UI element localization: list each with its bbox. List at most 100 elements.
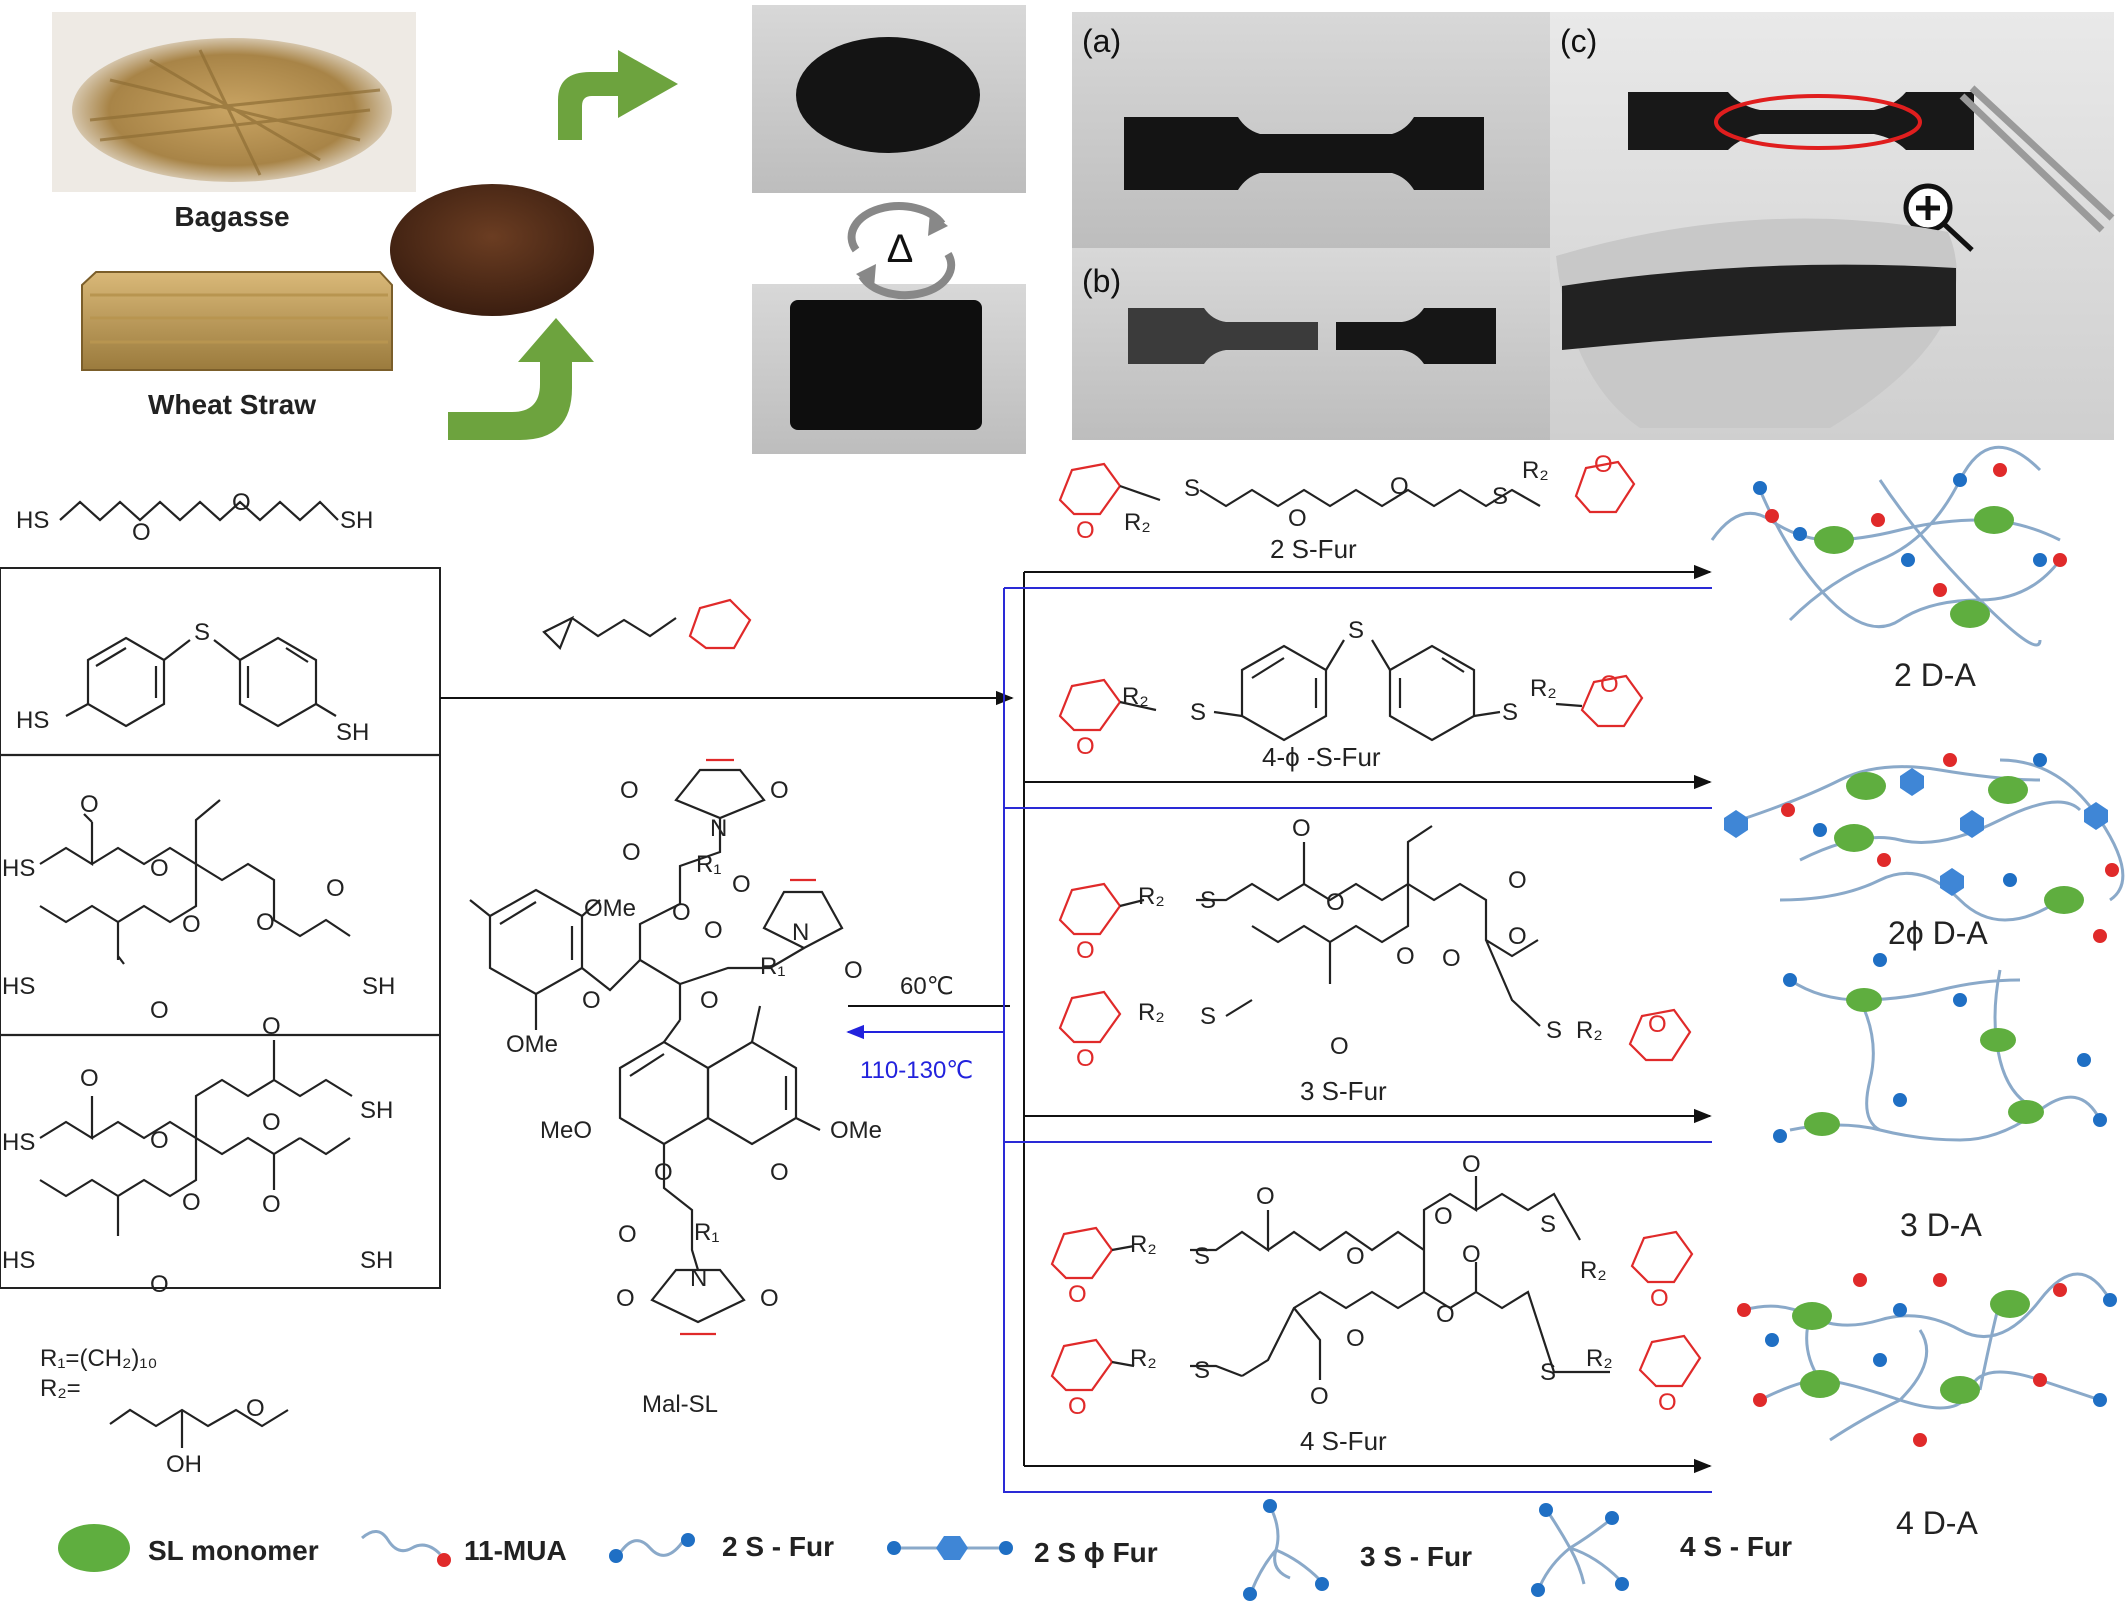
fur-end [1893,1093,1907,1107]
legend-4sfur-label: 4 S - Fur [1680,1531,1792,1562]
maleimide-mid [762,890,844,950]
network-2da: 2 D-A [1710,445,2067,693]
p1-o-1: O [1288,505,1307,532]
monomer-3-o-d: O [182,911,201,938]
panel-b-label: (b) [1082,263,1121,299]
magnifier-plus [1916,196,1974,252]
thiol-monomer-labels: HS O O SH S HS SH HS O O O O O O HS SH O… [2,489,395,1298]
ome-left: OMe [506,1031,558,1058]
p2-s-right: S [1502,699,1518,726]
r2-structure [109,1408,289,1448]
reverse-temp-label: 110-130℃ [860,1057,973,1084]
monomer-4-hs-bottom: HS [2,1247,35,1274]
product-brackets [1003,564,1712,1493]
legend: SL monomer 11-MUA 2 S - Fur 2 S ϕ Fur 3 … [58,1499,1792,1601]
legend-mua-label: 11-MUA [464,1535,567,1566]
p2-links [1119,639,1583,718]
product-structures [1050,460,1702,1392]
p2-furan-left [1058,678,1122,732]
sl-monomer [1792,1302,1832,1330]
p4-furan-b [1050,1338,1114,1392]
p1-s-right: S [1492,483,1508,510]
legend-2sphifur-end-b [999,1541,1013,1555]
legend-4sfur-swatch [1538,1511,1622,1587]
p3-s-bottom: S [1200,1003,1216,1030]
monomer-3-o-a: O [150,855,169,882]
fur-end [2003,873,2017,887]
product-labels: R₂ S O O S R₂ O O 2 S-Fur R₂ S S S R₂ O … [1068,451,1677,1456]
p3-furan-top [1058,882,1122,936]
monomer-1-hs: HS [16,507,49,534]
fur-end [2105,863,2119,877]
fur-end [2093,929,2107,943]
mal-mid-o-carbonyl: O [704,917,723,944]
sl-monomer [1814,526,1854,554]
fur-end [1953,993,1967,1007]
p4-o-7: O [1436,1301,1455,1328]
mal-bottom-o-ester: O [654,1159,673,1186]
p1-r2-left: R₂ [1124,509,1151,536]
network-2phida: 2ϕ D-A [1724,753,2125,951]
p2-furan-o-right: O [1600,671,1619,698]
p2-r2-left: R₂ [1122,683,1149,710]
monomer-3-hs-bottom: HS [2,973,35,1000]
fur-end [1737,1303,1751,1317]
p3-o-7: O [1330,1033,1349,1060]
p2-s-left: S [1190,699,1206,726]
monomer-3-o-top: O [80,791,99,818]
r1-definition: R₁=(CH₂)₁₀ [40,1345,157,1372]
fur-end [2103,1293,2117,1307]
black-film [790,300,982,430]
thiol-monomers [0,500,441,1289]
heat-cycle-heads [856,212,948,288]
panel-a-label: (a) [1082,23,1121,59]
wheat-straw-label: Wheat Straw [148,389,316,420]
p1-furan-right [1574,460,1636,514]
ome-top: OMe [584,895,636,922]
legend-mua-swatch [361,1530,442,1556]
mal-mid-r1: R₁ [760,953,785,980]
network-4da: 4 D-A [1737,1272,2117,1541]
aryl-ring-bottom-left [618,1040,710,1146]
mal-sl-labels: O O N R₁ O O O O N R₁ O O OMe O OMe MeO … [40,777,882,1478]
fur-end [1783,973,1797,987]
fur-end [1765,1333,1779,1347]
monomer-3-o-bottom: O [150,997,169,1024]
p1-furan-o-right: O [1594,451,1613,478]
p4-s-b: S [1194,1357,1210,1384]
p2-label: 4-ϕ -S-Fur [1262,742,1381,772]
p4-furan-o-c: O [1650,1285,1669,1312]
monomer-2-sh: SH [336,719,369,746]
monomer-4-hs-top: HS [2,1129,35,1156]
heat-symbol: Δ [887,227,914,271]
aryl-links [469,899,821,1271]
forward-temp-label: 60℃ [900,973,954,1000]
fur-end [1873,1353,1887,1367]
bagasse-fibres [89,49,381,176]
legend-3sfur-end-c [1315,1577,1329,1591]
sl-monomer [1974,506,2014,534]
sl-monomer [1846,772,1886,800]
mal-bottom-o-carbonyl: O [618,1221,637,1248]
fur-end [1793,527,1807,541]
fur-end [1781,803,1795,817]
p2-s-mid: S [1348,617,1364,644]
fur-end [1873,953,1887,967]
mal-top-r1: R₁ [696,851,721,878]
p4-furan-a [1050,1226,1114,1280]
phi-hexagon [1940,868,1964,896]
p4-s-c: S [1540,1211,1556,1238]
dogbone-sample-b-left [1128,308,1318,364]
p4-o-8: O [1310,1383,1329,1410]
p1-furan-left [1058,462,1122,516]
legend-4sfur-end-d [1615,1577,1629,1591]
p4-furan-c [1630,1230,1694,1284]
mal-top-n: N [710,815,727,842]
fur-end [1813,823,1827,837]
network-3da-label: 3 D-A [1900,1207,1982,1243]
p3-o-6: O [1396,943,1415,970]
fur-end [1773,1129,1787,1143]
mal-top-o-left: O [620,777,639,804]
fur-end [1901,553,1915,567]
phi-hexagon [2084,802,2108,830]
